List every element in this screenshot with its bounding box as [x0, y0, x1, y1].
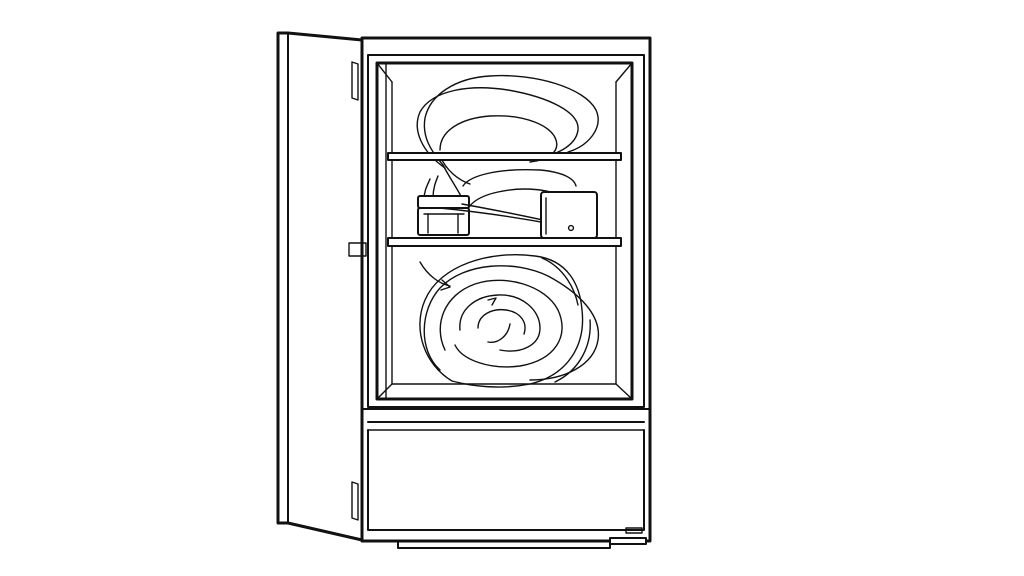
drawer — [361, 408, 651, 534]
door-handle[interactable] — [348, 242, 367, 257]
jar — [417, 175, 470, 236]
door-hinge-top — [351, 61, 359, 101]
inner-frame — [367, 54, 645, 408]
right-foot — [609, 537, 647, 545]
drawer-badge — [625, 527, 643, 534]
refrigerator-cabinet — [360, 36, 652, 543]
box-indicator-dot — [567, 224, 575, 232]
airflow-swirl-lower — [419, 254, 600, 388]
cabinet-outline — [360, 36, 652, 543]
open-door — [276, 31, 367, 542]
box — [540, 191, 598, 239]
feet — [397, 537, 647, 549]
door-hinge-bottom — [351, 481, 359, 521]
lower-shelf — [387, 237, 622, 247]
upper-shelf — [387, 152, 622, 161]
interior-compartment — [375, 61, 634, 401]
